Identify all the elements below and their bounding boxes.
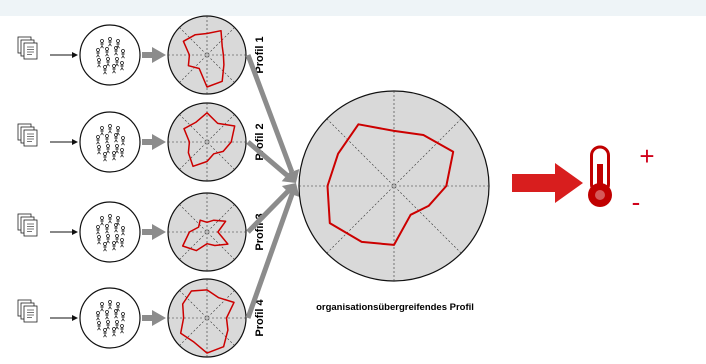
connector-arrowhead xyxy=(72,229,78,235)
top-band xyxy=(0,0,706,16)
fan-arrow-shaft xyxy=(246,140,289,178)
document-stack-icon xyxy=(17,299,38,323)
people-group-icon xyxy=(79,111,141,173)
profile-radar xyxy=(167,192,247,272)
fan-arrowhead xyxy=(284,183,300,197)
radar-axis xyxy=(179,290,235,346)
radar-axis xyxy=(179,27,235,83)
profile-label: Profil 1 xyxy=(254,36,266,73)
profile-row: Profil 1 xyxy=(17,15,266,95)
fan-arrowhead xyxy=(281,169,296,183)
connector-arrowhead xyxy=(72,139,78,145)
radar-profile-line xyxy=(183,112,236,168)
thermometer-icon xyxy=(588,145,612,207)
radar-axis xyxy=(179,204,235,260)
group-circle xyxy=(79,201,141,263)
document-sheet xyxy=(23,305,38,323)
radar-axis xyxy=(179,27,235,83)
big-red-arrow xyxy=(512,163,583,203)
profile-row: Profil 2 xyxy=(17,102,266,182)
connector-arrowhead xyxy=(72,315,78,321)
document-sheet xyxy=(23,42,38,60)
people-group-icon xyxy=(79,287,141,349)
aggregation-arrows xyxy=(245,54,300,319)
profile-row: Profil 4 xyxy=(17,278,266,358)
aggregate-radar xyxy=(298,90,490,282)
radar-axis xyxy=(179,114,235,170)
gray-arrow xyxy=(142,310,166,326)
radar-axis xyxy=(179,114,235,170)
profile-radar xyxy=(167,15,247,95)
fan-arrow-shaft xyxy=(246,189,290,234)
gray-arrow xyxy=(142,134,166,150)
gray-arrow xyxy=(142,224,166,240)
document-stack-icon xyxy=(17,123,38,147)
fan-arrow-shaft xyxy=(245,54,295,173)
document-sheet xyxy=(23,219,38,237)
people-group-icon xyxy=(79,201,141,263)
document-sheet xyxy=(23,129,38,147)
radar-profile-line xyxy=(182,29,225,88)
radar-axis xyxy=(179,204,235,260)
climate-minus-sign: - xyxy=(632,187,641,217)
group-circle xyxy=(79,287,141,349)
radar-profile-line xyxy=(179,289,235,354)
profile-row: Profil 3 xyxy=(17,192,266,272)
group-circle xyxy=(79,24,141,86)
radar-profile-line xyxy=(326,123,455,246)
profile-radar xyxy=(167,278,247,358)
profile-label: Profil 4 xyxy=(254,298,266,336)
document-stack-icon xyxy=(17,213,38,237)
survey-rows: Profil 1 Profil 2 Profil 3 Profil 4 xyxy=(17,15,266,358)
climate-plus-sign: + xyxy=(639,141,654,171)
aggregate-caption: organisationsübergreifendes Profil xyxy=(316,302,474,313)
aggregate-radar-chart xyxy=(298,90,490,282)
gray-arrow xyxy=(142,47,166,63)
fan-arrow-shaft xyxy=(245,193,295,319)
radar-profile-line xyxy=(181,219,229,252)
connector-arrowhead xyxy=(72,52,78,58)
profile-radar xyxy=(167,102,247,182)
document-stack-icon xyxy=(17,36,38,60)
people-group-icon xyxy=(79,24,141,86)
group-circle xyxy=(79,111,141,173)
